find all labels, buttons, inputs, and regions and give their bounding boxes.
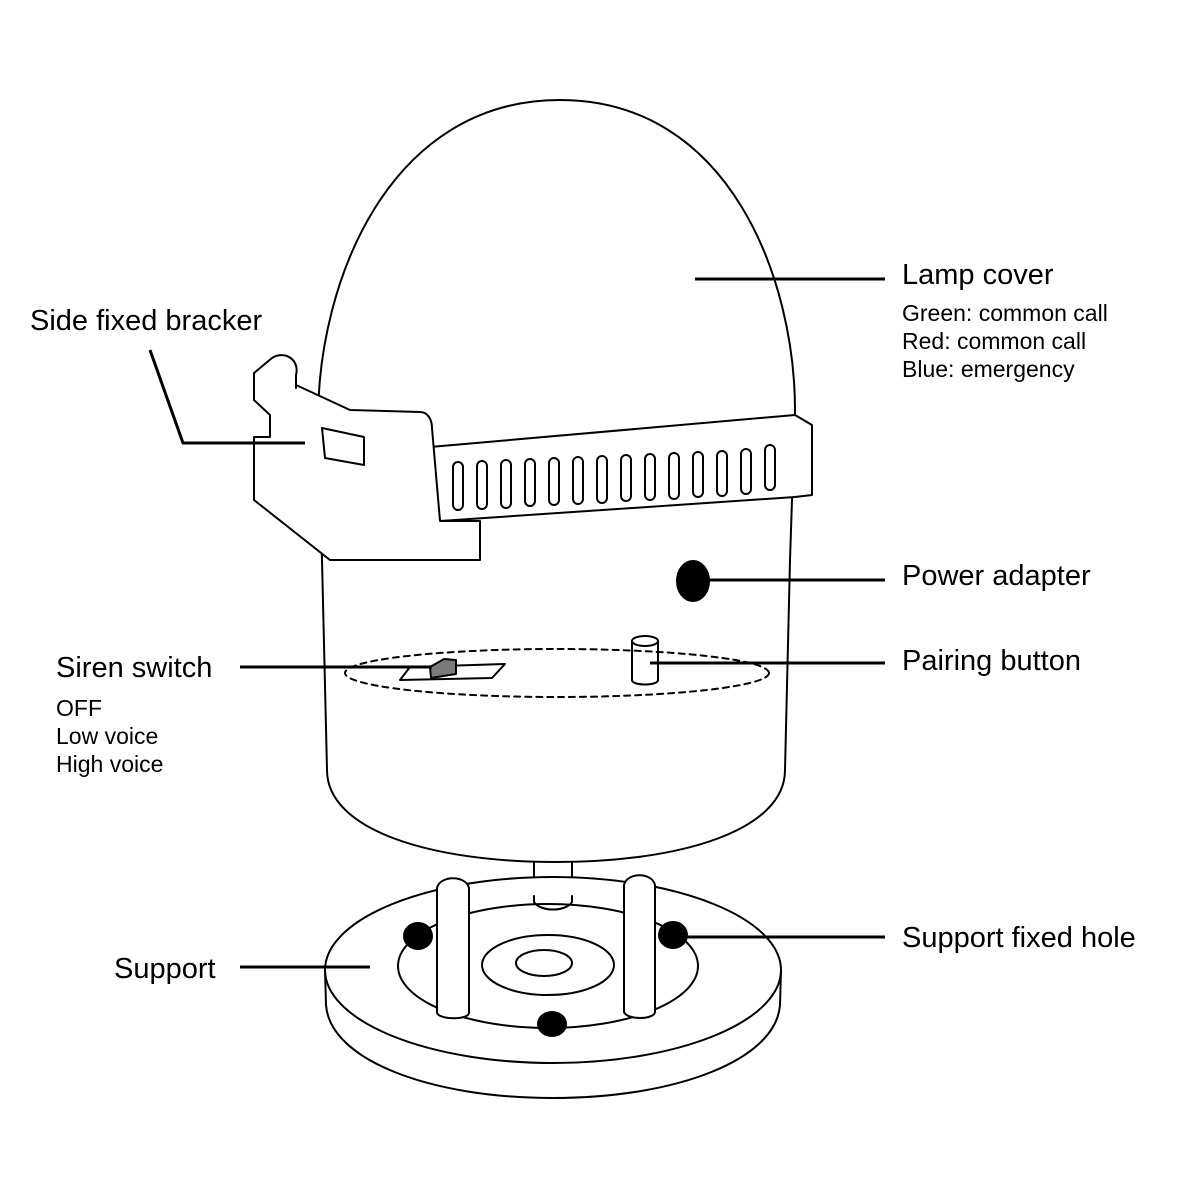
siren-switch-note-high: High voice <box>56 751 164 777</box>
label-pairing-button: Pairing button <box>902 645 1081 677</box>
siren-switch-note-off: OFF <box>56 695 102 721</box>
label-siren-switch: Siren switch <box>56 652 213 684</box>
lamp-cover-note-red: Red: common call <box>902 328 1087 354</box>
siren-switch-notes: OFF Low voice High voice <box>56 694 163 778</box>
siren-switch-knob <box>429 658 457 679</box>
pairing-button-shape <box>631 635 659 686</box>
support-fixed-holes <box>403 921 688 1037</box>
label-support-fixed-hole: Support fixed hole <box>902 922 1136 954</box>
support-posts <box>436 874 656 1020</box>
leader-lines <box>148 277 885 969</box>
label-power-adapter: Power adapter <box>902 560 1091 592</box>
lamp-cover-notes: Green: common call Red: common call Blue… <box>902 299 1108 383</box>
side-fixed-bracket <box>253 354 481 561</box>
label-support: Support <box>114 953 216 985</box>
label-lamp-cover: Lamp cover <box>902 259 1054 291</box>
bracket-slot <box>321 427 365 466</box>
siren-switch-note-low: Low voice <box>56 723 159 749</box>
label-side-fixed-bracket: Side fixed bracker <box>30 305 263 337</box>
support-base <box>324 876 782 1099</box>
siren-switch-plate <box>399 663 506 681</box>
lamp-cover-note-green: Green: common call <box>902 300 1108 326</box>
control-plane-outline <box>344 648 770 698</box>
lamp-cover-note-blue: Blue: emergency <box>902 356 1075 382</box>
power-adapter-socket <box>676 560 710 602</box>
strap-slots <box>452 444 776 511</box>
leader-side-bracket <box>148 349 305 445</box>
lamp-cover-outline <box>317 99 796 863</box>
